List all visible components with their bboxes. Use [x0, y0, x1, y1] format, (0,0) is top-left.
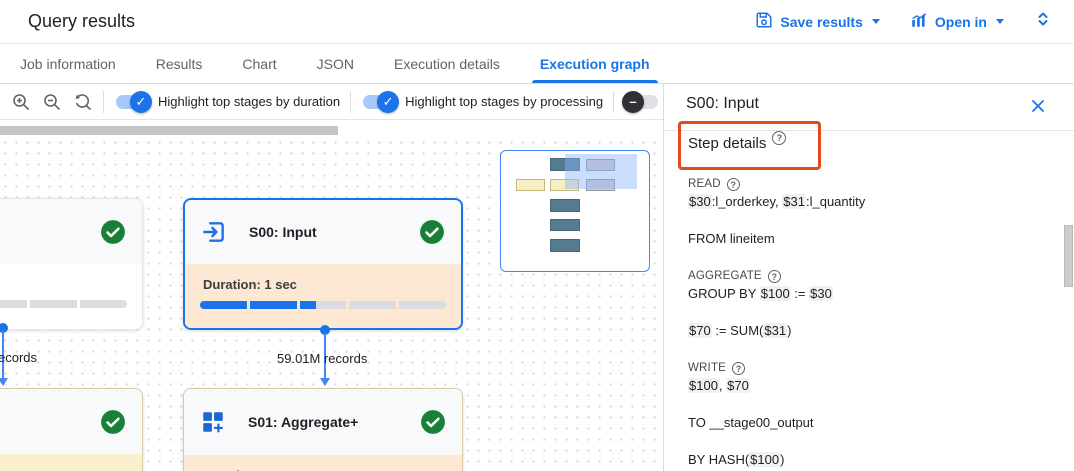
step-details-title: Step details [688, 135, 767, 152]
stage-title: S00: Input [249, 224, 317, 240]
stage-complete-icon [100, 219, 126, 245]
close-icon[interactable] [1030, 98, 1046, 114]
aggregate-stage-icon [200, 409, 226, 435]
stage-node-s01-aggregate[interactable]: S01: Aggregate+ Duration: 0 sec [183, 388, 463, 471]
edge-record-count-partial: ecords [0, 350, 38, 365]
panel-title: S00: Input [686, 95, 759, 112]
execution-graph-canvas[interactable]: ecords S00: Input [0, 120, 663, 471]
step-details-panel: S00: Input Step details ? READ?$30:l_ord… [663, 84, 1074, 471]
tab-execution-details[interactable]: Execution details [393, 55, 500, 72]
open-in-label: Open in [934, 13, 987, 30]
minimap-stage-rect [550, 239, 580, 252]
minimap-viewport[interactable] [565, 154, 637, 189]
stage-duration: Duration: 1 sec [203, 277, 297, 292]
stage-progress-bar [0, 300, 127, 308]
panel-divider [664, 130, 1074, 131]
zoom-in-icon[interactable] [11, 92, 31, 112]
duration-toggle-label: Highlight top stages by duration [158, 94, 341, 109]
minimap-stage-rect [516, 179, 545, 191]
minimap-stage-rect [550, 158, 580, 171]
stage-complete-icon [420, 409, 446, 435]
help-icon[interactable]: ? [772, 131, 787, 145]
chart-icon [910, 11, 928, 32]
graph-toolbar: ✓ Highlight top stages by duration ✓ Hig… [0, 84, 663, 120]
detail-label-aggregate: AGGREGATE? [688, 267, 1054, 285]
tab-execution-graph[interactable]: Execution graph [520, 44, 670, 83]
toolbar-divider [613, 90, 615, 113]
help-icon[interactable]: ? [767, 269, 781, 283]
stage-complete-icon [100, 409, 126, 435]
zoom-reset-icon[interactable] [73, 92, 93, 112]
edge-arrow-icon [0, 378, 8, 386]
detail-gap [688, 395, 1054, 414]
detail-line: $70 := SUM($31) [688, 323, 792, 338]
detail-line: FROM lineitem [688, 231, 775, 246]
save-results-caret-icon [871, 19, 880, 24]
zoom-out-icon[interactable] [42, 92, 62, 112]
save-icon [755, 11, 773, 32]
stage-node-s00-input[interactable]: S00: Input Duration: 1 sec [183, 198, 463, 330]
minimap-stage-rect [586, 179, 615, 191]
edge-record-count: 59.01M records [277, 351, 368, 366]
step-details-heading: Step details ? [688, 131, 787, 152]
header-actions: Save results Open in [755, 10, 1052, 33]
help-icon[interactable]: ? [726, 177, 740, 191]
processing-toggle[interactable]: ✓ [361, 90, 400, 113]
toggle-group-duration: ✓ Highlight top stages by duration [114, 90, 341, 113]
edge-arrow-icon [320, 378, 330, 386]
detail-label-write: WRITE? [688, 359, 1054, 377]
save-results-label: Save results [780, 13, 863, 30]
detail-gap [688, 248, 1054, 267]
stage-complete-icon [419, 219, 445, 245]
toolbar-divider [103, 90, 104, 113]
detail-gap [688, 340, 1054, 359]
stage-title: S01: Aggregate+ [248, 414, 359, 430]
detail-gap [688, 211, 1054, 230]
edge-line [324, 333, 326, 378]
detail-label-read: READ? [688, 175, 1054, 193]
duration-toggle[interactable]: ✓ [114, 90, 152, 113]
open-in-caret-icon [996, 19, 1004, 24]
stage-progress-bar [200, 301, 446, 309]
panel-scrollbar[interactable] [1064, 225, 1073, 287]
detail-line: BY HASH($100) [688, 452, 785, 467]
graph-horizontal-scrollbar[interactable] [0, 126, 338, 135]
detail-gap [688, 432, 1054, 451]
toggle-group-processing: ✓ Highlight top stages by processing [361, 90, 604, 113]
connector-dot [0, 323, 8, 333]
stage-node-partial-top[interactable] [0, 198, 143, 330]
detail-gap [688, 303, 1054, 322]
save-results-button[interactable]: Save results [755, 11, 880, 32]
toolbar-divider [350, 90, 352, 113]
minimap-stage-rect [550, 199, 580, 212]
open-in-button[interactable]: Open in [910, 11, 1004, 32]
help-icon[interactable]: ? [732, 361, 746, 375]
graph-minimap[interactable] [500, 150, 650, 272]
processing-toggle-label: Highlight top stages by processing [405, 94, 604, 109]
tab-job-information[interactable]: Job information [20, 55, 116, 72]
input-stage-icon [201, 219, 227, 245]
tab-chart[interactable]: Chart [242, 55, 277, 72]
detail-line: $30:l_orderkey, $31:l_quantity [688, 194, 866, 209]
extra-toggle[interactable]: – [622, 90, 660, 113]
collapse-expand-icon[interactable] [1034, 10, 1052, 33]
minimap-stage-rect [586, 159, 615, 171]
minimap-stage-rect [550, 219, 580, 231]
page-title: Query results [28, 11, 136, 31]
results-header: Query results Save results Open in [0, 0, 1074, 44]
connector-dot [320, 325, 330, 335]
toggle-group-extra: – [622, 90, 660, 113]
detail-line: $100, $70 [688, 378, 750, 393]
edge-line [2, 330, 4, 378]
minimap-stage-rect [550, 179, 579, 191]
stage-duration: Duration: 0 sec [202, 468, 447, 471]
tab-results[interactable]: Results [155, 55, 203, 72]
tab-json[interactable]: JSON [316, 55, 354, 72]
stage-node-partial-bottom[interactable] [0, 388, 143, 471]
detail-line: TO __stage00_output [688, 415, 814, 430]
detail-line: GROUP BY $100 := $30 [688, 286, 833, 301]
tab-bar: Job information Results Chart JSON Execution… [0, 44, 1074, 84]
